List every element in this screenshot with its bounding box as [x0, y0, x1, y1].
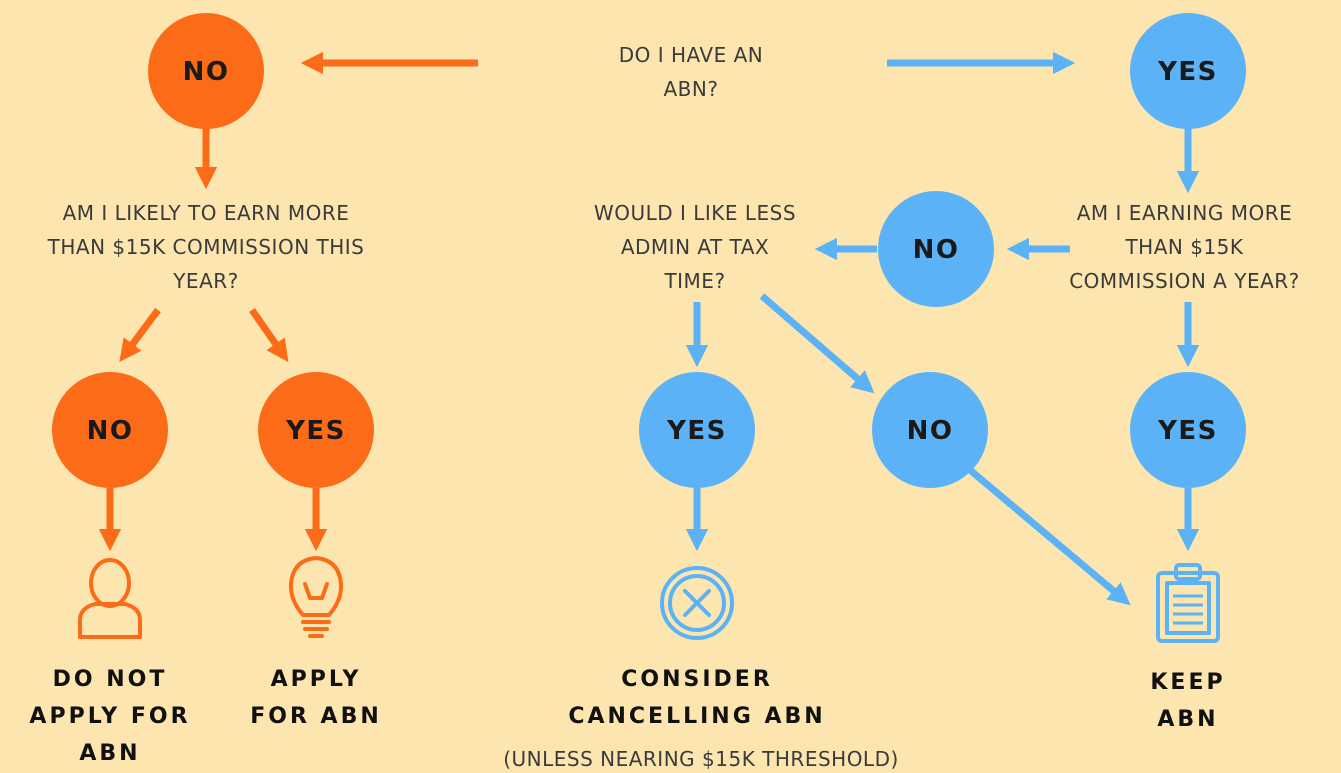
- node-no-abn: NO: [148, 13, 264, 129]
- node-no-earning: NO: [878, 191, 994, 307]
- node-yes-abn: YES: [1130, 13, 1246, 129]
- outcome-apply: APPLY FOR ABN: [250, 667, 382, 729]
- node-no-likely: NO: [52, 372, 168, 488]
- lightbulb-icon: [288, 556, 344, 638]
- svg-text:NO: NO: [183, 57, 230, 87]
- arrow-no-to-keep: [967, 467, 1131, 606]
- threshold-note: (UNLESS NEARING $15K THRESHOLD): [503, 747, 899, 771]
- question-less-admin: WOULD I LIKE LESS ADMIN AT TAX TIME?: [593, 201, 797, 293]
- outcome-consider-cancelling: CONSIDER CANCELLING ABN: [568, 667, 826, 729]
- outcome-keep: KEEP ABN: [1150, 670, 1226, 732]
- arrow-likely-to-yes: [249, 307, 289, 363]
- arrow-admin-to-no: [759, 293, 875, 394]
- clipboard-icon: [1156, 563, 1220, 643]
- node-yes-earning: YES: [1130, 372, 1246, 488]
- node-yes-admin: YES: [639, 372, 755, 488]
- svg-text:YES: YES: [666, 416, 727, 446]
- question-have-abn: DO I HAVE AN ABN?: [618, 43, 764, 101]
- svg-text:NO: NO: [913, 235, 960, 265]
- svg-text:YES: YES: [1157, 57, 1218, 87]
- cancel-x-icon: [660, 566, 734, 640]
- svg-text:YES: YES: [285, 416, 346, 446]
- svg-text:NO: NO: [87, 416, 134, 446]
- question-likely-to-earn: AM I LIKELY TO EARN MORE THAN $15K COMMI…: [47, 201, 365, 293]
- svg-text:NO: NO: [907, 416, 954, 446]
- svg-text:YES: YES: [1157, 416, 1218, 446]
- node-no-admin: NO: [872, 372, 988, 488]
- arrow-likely-to-no: [119, 307, 161, 362]
- node-yes-likely: YES: [258, 372, 374, 488]
- outcome-do-not-apply: DO NOT APPLY FOR ABN: [29, 667, 191, 766]
- person-icon: [78, 558, 142, 639]
- question-earning-more: AM I EARNING MORE THAN $15K COMMISSION A…: [1069, 201, 1300, 293]
